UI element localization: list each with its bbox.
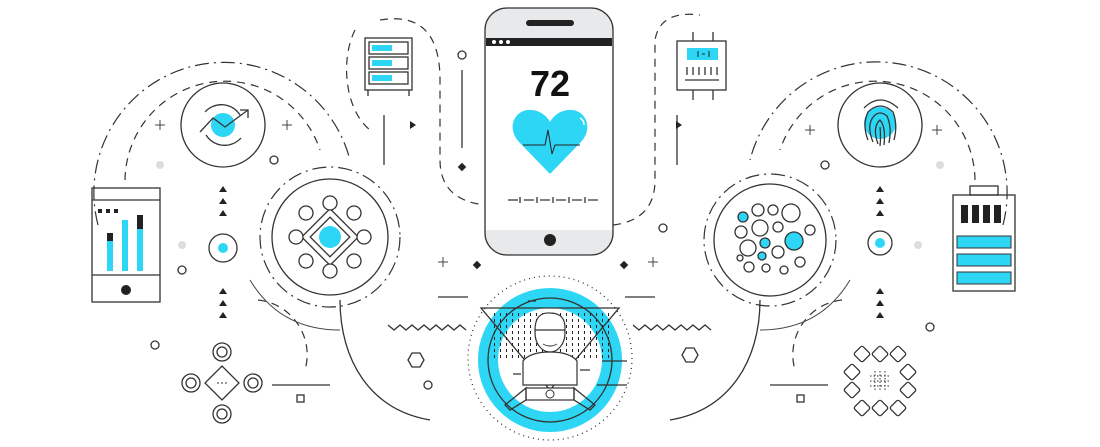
node-grid-icon: [843, 345, 917, 417]
pulse-dot-right: [867, 230, 893, 256]
triangle-arrows-left: [219, 186, 227, 318]
network-hub-icon: [259, 166, 401, 308]
phone: 72: [484, 7, 614, 256]
zigzag-left: [387, 324, 467, 331]
zigzag-right: [632, 324, 712, 331]
home-button[interactable]: [544, 234, 556, 246]
heart-rate-value: 72: [530, 63, 570, 104]
pulse-dot-left: [208, 233, 238, 263]
heart-pulse-icon: [512, 109, 588, 174]
user-scan-icon: [467, 275, 633, 441]
hexagon-left: [407, 352, 425, 368]
fingerprint-icon: [837, 82, 923, 168]
hexagon-right: [681, 347, 699, 363]
speaker-icon: [526, 20, 574, 26]
background-arcs: [93, 13, 1008, 421]
cells-icon: [703, 173, 837, 307]
triangle-arrows-right: [876, 186, 884, 318]
decorations: [150, 50, 944, 403]
meter-chip-icon: [676, 32, 727, 100]
mobile-bar-chart-icon: [91, 187, 161, 303]
trend-chart-icon: [180, 82, 266, 168]
server-rack-icon: [364, 37, 413, 96]
battery-icon: [952, 185, 1016, 292]
progress-dashes: [508, 197, 598, 203]
diamond-network-icon: [181, 342, 263, 424]
